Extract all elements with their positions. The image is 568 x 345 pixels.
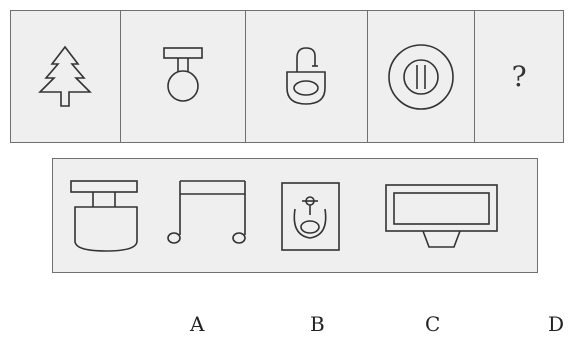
question-cell-3 — [246, 11, 368, 142]
framed-sink-icon — [281, 182, 340, 251]
question-figure-row: ? — [10, 10, 564, 143]
question-mark-icon: ? — [511, 60, 527, 93]
option-label-c[interactable]: C — [425, 312, 441, 336]
option-labels: A B C D — [0, 312, 568, 342]
question-cell-4 — [367, 11, 476, 142]
option-figure-row — [52, 158, 538, 273]
double-circle-icon — [388, 43, 454, 110]
option-label-a[interactable]: A — [190, 312, 205, 336]
pine-tree-icon — [38, 45, 93, 107]
faucet-bowl-icon — [286, 46, 327, 105]
option-figures — [70, 180, 498, 252]
question-cell-5: ? — [475, 11, 564, 142]
question-cell-2 — [120, 11, 247, 142]
question-cell-1 — [11, 11, 121, 142]
option-label-d[interactable]: D — [548, 312, 565, 336]
bulb-under-bar-icon — [163, 46, 203, 102]
option-label-b[interactable]: B — [310, 312, 325, 336]
double-rectangle-tray-icon — [385, 184, 498, 248]
bar-over-bowl-icon — [70, 180, 138, 252]
music-note-icon — [167, 180, 246, 244]
